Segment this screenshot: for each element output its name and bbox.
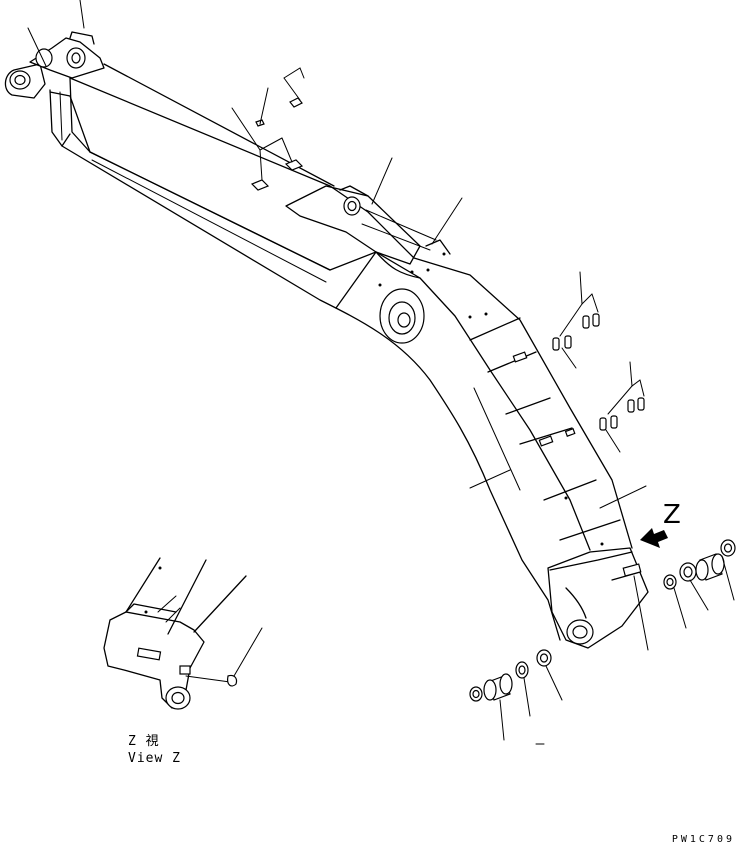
view-z-arrow	[640, 528, 668, 548]
view-z-caption-jp: Z 視	[128, 734, 160, 749]
detail-view-z	[103, 557, 263, 710]
bolt-group-upper	[552, 313, 600, 351]
view-z-caption: Z 視 View Z	[128, 733, 181, 767]
bolt-group-lower	[599, 397, 645, 431]
pin-parts-right	[663, 539, 736, 590]
view-z-marker: Z	[663, 500, 681, 530]
leader-lines	[27, 0, 735, 745]
arm-body	[4, 31, 649, 649]
view-z-caption-en: View Z	[128, 751, 181, 766]
drawing-code: PW1C709	[671, 834, 735, 845]
top-clips	[250, 97, 304, 191]
pin-parts-left	[469, 649, 552, 702]
